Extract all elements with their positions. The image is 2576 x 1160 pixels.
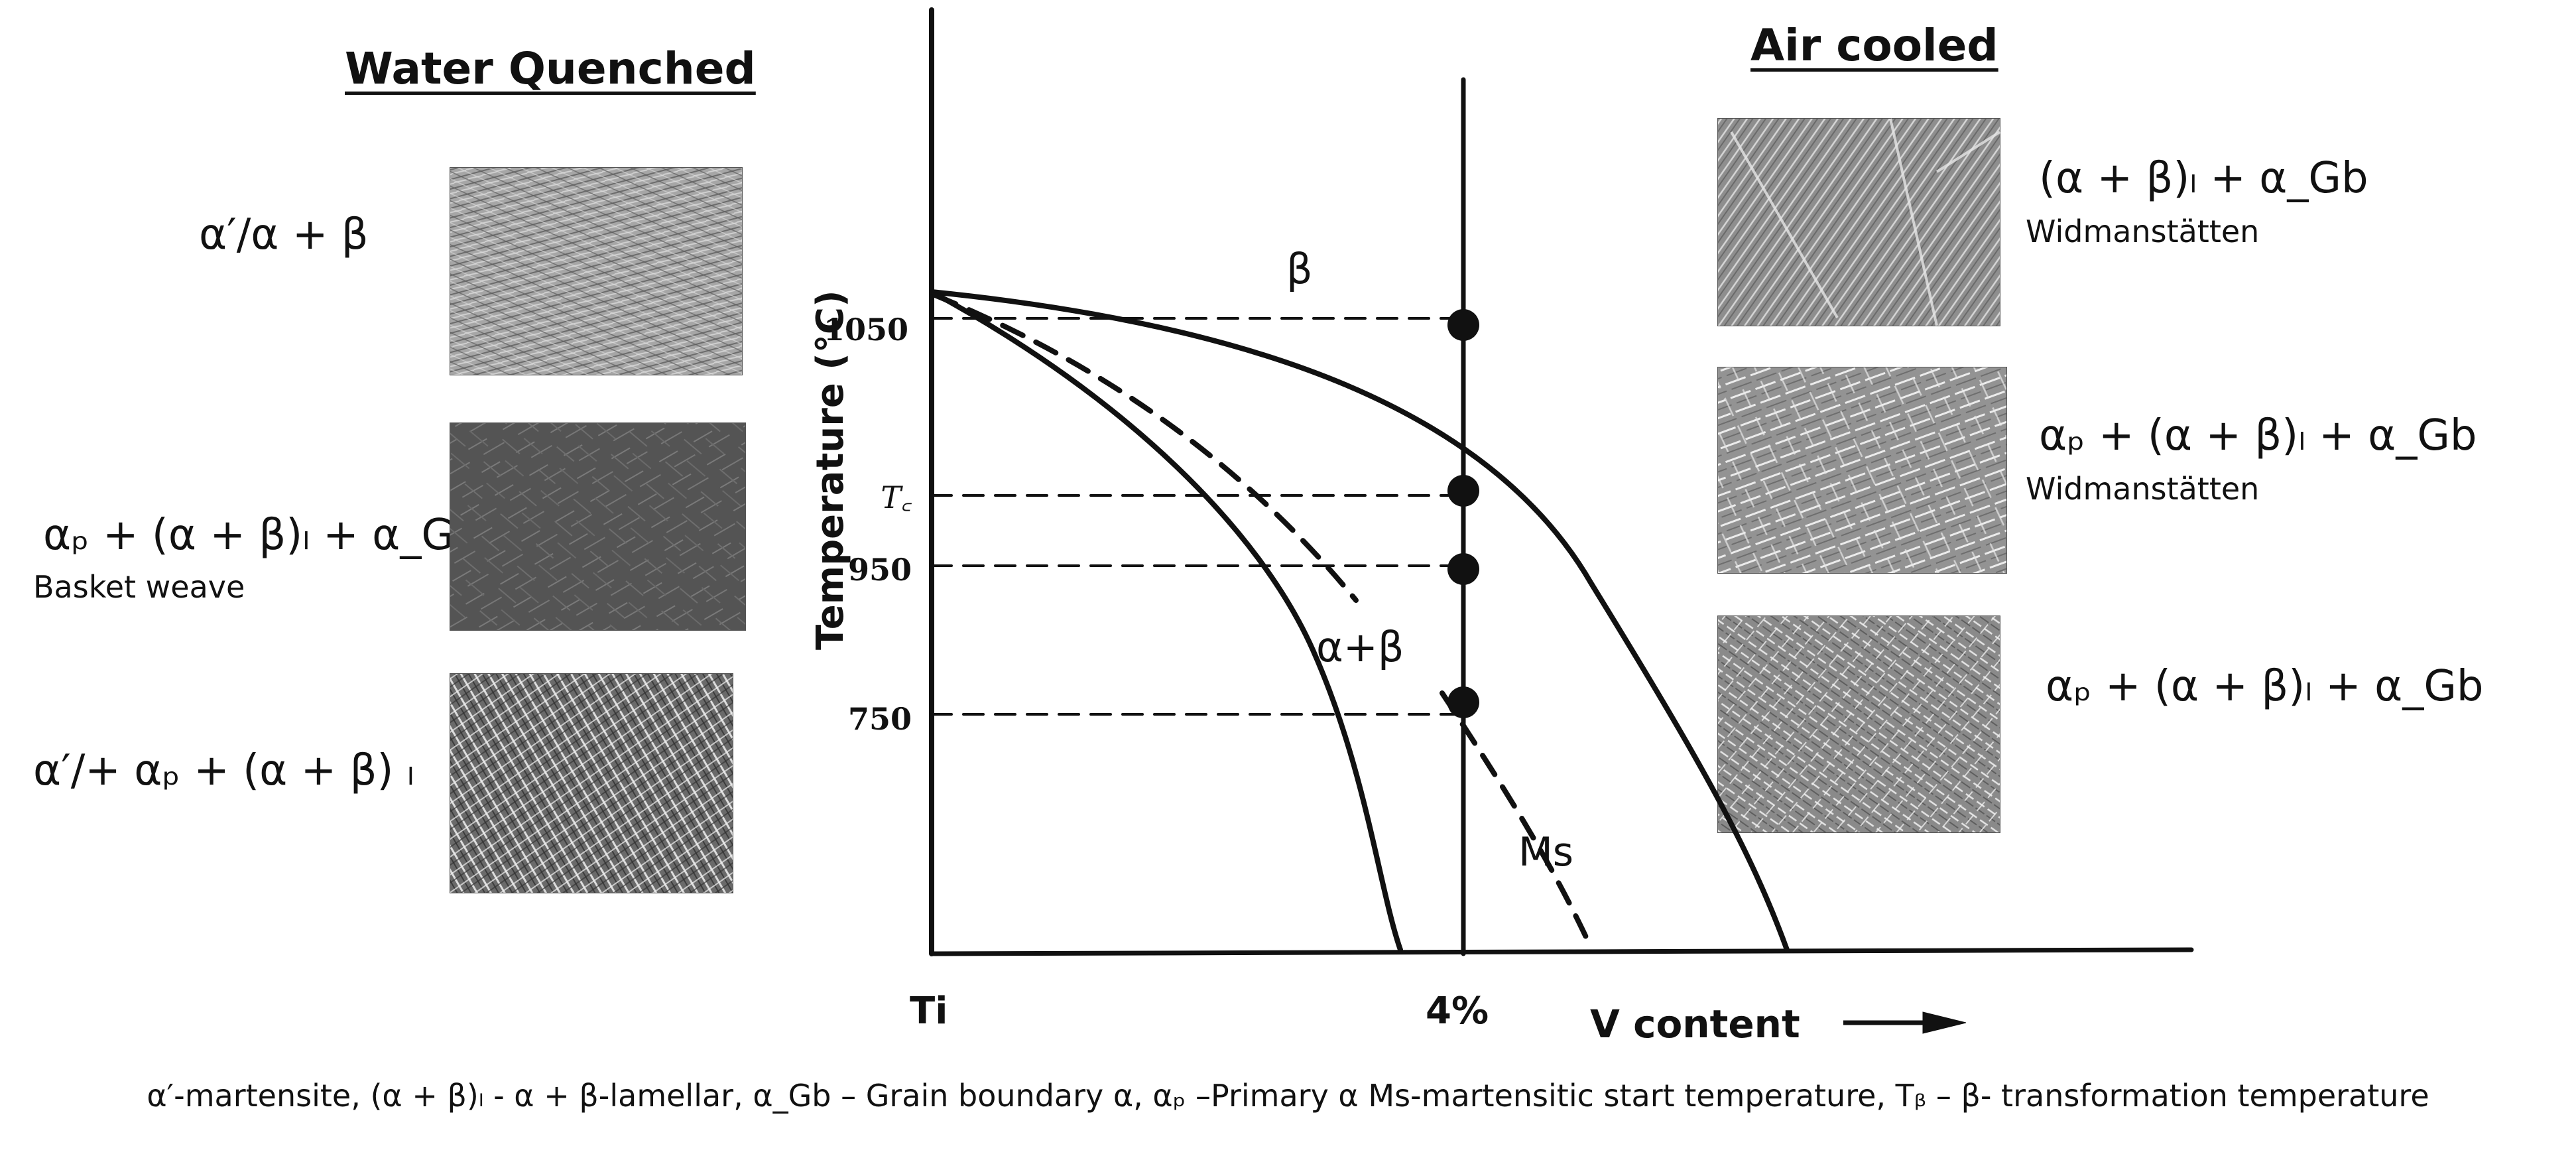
tick-label-950: 950: [847, 552, 912, 588]
wq-phase-sub-2: Basket weave: [33, 569, 245, 605]
air-cooled-title: Air cooled: [1750, 20, 1998, 71]
ac-phase-label-1: (α + β)ₗ + α_Gb: [2039, 154, 2368, 203]
y-axis-label: Temperature (°C): [809, 290, 852, 650]
ac-phase-sub-1: Widmanstätten: [2026, 214, 2260, 249]
arrow-icon: [1843, 1011, 1967, 1034]
tick-label-tc: T꜀: [881, 480, 912, 515]
x-axis: [929, 947, 2194, 956]
marker-tc: [1447, 475, 1479, 507]
ms-curve-label: Ms: [1518, 829, 1574, 875]
wq-phase-label-1: α′/α + β: [199, 210, 369, 259]
marker-750: [1447, 686, 1479, 718]
ac-phase-label-3: αₚ + (α + β)ₗ + α_Gb: [2046, 662, 2484, 711]
marker-1050: [1447, 309, 1479, 341]
micrograph-wq-3: [450, 673, 733, 893]
region-beta-label: β: [1286, 245, 1313, 293]
ac-phase-sub-2: Widmanstätten: [2026, 471, 2260, 507]
micrograph-ac-2: [1717, 367, 2007, 574]
ac-phase-label-2: αₚ + (α + β)ₗ + α_Gb: [2039, 411, 2477, 460]
legend-footnote: α′-martensite, (α + β)ₗ - α + β-lamellar…: [147, 1078, 2429, 1114]
tick-label-750: 750: [847, 701, 912, 737]
micrograph-wq-2: [450, 422, 746, 631]
beta-transus-curve: [929, 289, 1790, 952]
x-axis-label: V content: [1590, 1001, 1800, 1047]
wq-phase-label-2: αₚ + (α + β)ₗ + α_Gb: [43, 511, 481, 560]
martensite-dashed-upper: [932, 292, 1359, 603]
tick-label-1050: 1050: [823, 312, 908, 348]
x-origin-label: Ti: [910, 990, 948, 1033]
wq-phase-label-3: α′/+ αₚ + (α + β) ₗ: [33, 746, 414, 795]
region-alpha-beta-label: α+β: [1316, 623, 1404, 671]
water-quenched-title: Water Quenched: [345, 43, 756, 94]
ms-curve: [1440, 690, 1594, 951]
micrograph-wq-1: [450, 167, 743, 375]
micrograph-ac-3: [1717, 615, 2000, 833]
x-mark-label: 4%: [1426, 990, 1489, 1033]
alpha-solvus-curve: [929, 289, 1403, 952]
micrograph-ac-1: [1717, 118, 2001, 326]
marker-950: [1447, 553, 1479, 585]
